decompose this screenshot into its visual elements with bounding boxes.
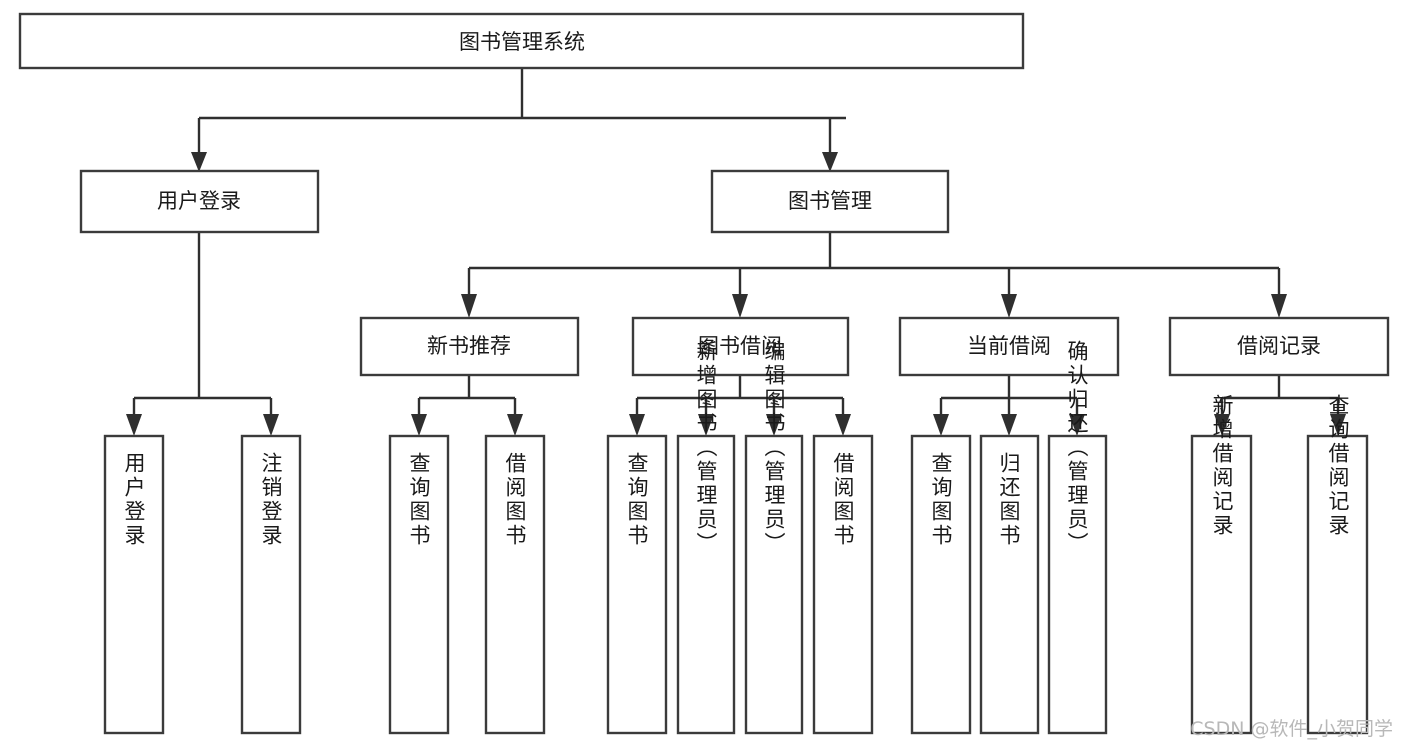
leaf-query-book-3-label: 查询图书 [929,452,953,548]
arrow-leaf-return-book [1001,414,1017,436]
arrow-leaf-query-book-3 [933,414,949,436]
node-borrow-record-label: 借阅记录 [1237,334,1321,358]
leaf-borrow-book-2-label: 借阅图书 [831,452,855,548]
node-new-book-recommend-box[interactable] [359,316,580,377]
node-book-manage-box[interactable] [710,169,950,234]
node-current-borrow[interactable]: 当前借阅 [898,316,1120,377]
node-root-box[interactable] [18,12,1025,70]
leaf-user-login[interactable]: 用户登录 [103,434,165,735]
node-book-borrow-label: 图书借阅 [698,334,782,358]
connector-group [126,68,1346,436]
leaf-borrow-book-1[interactable]: 借阅图书 [484,434,546,735]
leaf-edit-book-label: 编辑图书（管理员） [762,340,786,556]
leaf-logout-box[interactable] [240,434,302,735]
arrow-leaf-confirm-return [1069,414,1085,436]
leaf-add-record[interactable]: 新增借阅记录 [1190,394,1253,735]
node-book-manage-label: 图书管理 [788,189,872,213]
node-book-manage[interactable]: 图书管理 [710,169,950,234]
node-root[interactable]: 图书管理系统 [18,12,1025,70]
arrow-leaf-edit-book [766,414,782,436]
arrow-to-bookborrow [732,294,748,318]
arrow-leaf-query-book-1 [411,414,427,436]
leaf-query-book-1-label: 查询图书 [407,452,431,548]
leaf-query-book-1-box[interactable] [388,434,450,735]
node-book-borrow[interactable]: 图书借阅 [631,316,850,377]
leaf-edit-book-box[interactable] [744,434,804,735]
node-new-book-recommend-label: 新书推荐 [427,334,511,358]
arrow-leaf-logout [263,414,279,436]
leaf-confirm-return-label: 确认归还（管理员） [1065,340,1089,556]
leaf-add-record-label: 新增借阅记录 [1210,394,1234,538]
leaf-borrow-book-2-box[interactable] [812,434,874,735]
leaf-confirm-return[interactable]: 确认归还（管理员） [1047,340,1108,735]
arrow-leaf-add-record [1214,414,1230,436]
leaf-borrow-book-2[interactable]: 借阅图书 [812,434,874,735]
arrow-to-user-login [191,152,207,172]
leaf-add-record-box[interactable] [1190,434,1253,735]
leaf-logout[interactable]: 注销登录 [240,434,302,735]
arrow-leaf-borrow-book-1 [507,414,523,436]
arrow-to-borrowrecord [1271,294,1287,318]
leaf-add-book-box[interactable] [676,434,736,735]
arrow-leaf-borrow-book-2 [835,414,851,436]
leaf-add-book-label: 新增图书（管理员） [694,340,718,556]
leaf-query-record[interactable]: 查询借阅记录 [1306,394,1369,735]
leaf-add-book[interactable]: 新增图书（管理员） [676,340,736,735]
node-root-label: 图书管理系统 [459,30,585,54]
node-book-borrow-box[interactable] [631,316,850,377]
leaf-query-book-3[interactable]: 查询图书 [910,434,972,735]
arrow-to-currentborrow [1001,294,1017,318]
arrow-leaf-user-login [126,414,142,436]
leaf-query-record-box[interactable] [1306,434,1369,735]
leaf-query-record-label: 查询借阅记录 [1326,394,1350,538]
leaf-return-book-box[interactable] [979,434,1040,735]
leaf-return-book[interactable]: 归还图书 [979,434,1040,735]
node-user-login[interactable]: 用户登录 [79,169,320,234]
leaf-logout-label: 注销登录 [259,452,283,548]
leaf-query-book-2-label: 查询图书 [625,452,649,548]
arrow-leaf-query-record [1330,414,1346,436]
node-borrow-record[interactable]: 借阅记录 [1168,316,1390,377]
arrow-leaf-add-book [698,414,714,436]
arrow-to-book-manage [822,152,838,172]
leaf-confirm-return-box[interactable] [1047,434,1108,735]
node-current-borrow-label: 当前借阅 [967,334,1051,358]
leaf-borrow-book-1-box[interactable] [484,434,546,735]
leaf-user-login-box[interactable] [103,434,165,735]
leaf-edit-book[interactable]: 编辑图书（管理员） [744,340,804,735]
leaf-borrow-book-1-label: 借阅图书 [503,452,527,548]
arrow-leaf-query-book-2 [629,414,645,436]
leaf-query-book-2-box[interactable] [606,434,668,735]
leaf-query-book-1[interactable]: 查询图书 [388,434,450,735]
leaf-query-book-2[interactable]: 查询图书 [606,434,668,735]
node-new-book-recommend[interactable]: 新书推荐 [359,316,580,377]
node-user-login-label: 用户登录 [157,189,241,213]
node-current-borrow-box[interactable] [898,316,1120,377]
arrow-to-newbook [461,294,477,318]
node-borrow-record-box[interactable] [1168,316,1390,377]
node-user-login-box[interactable] [79,169,320,234]
leaf-return-book-label: 归还图书 [997,452,1021,548]
leaf-query-book-3-box[interactable] [910,434,972,735]
leaf-user-login-label: 用户登录 [122,452,146,548]
